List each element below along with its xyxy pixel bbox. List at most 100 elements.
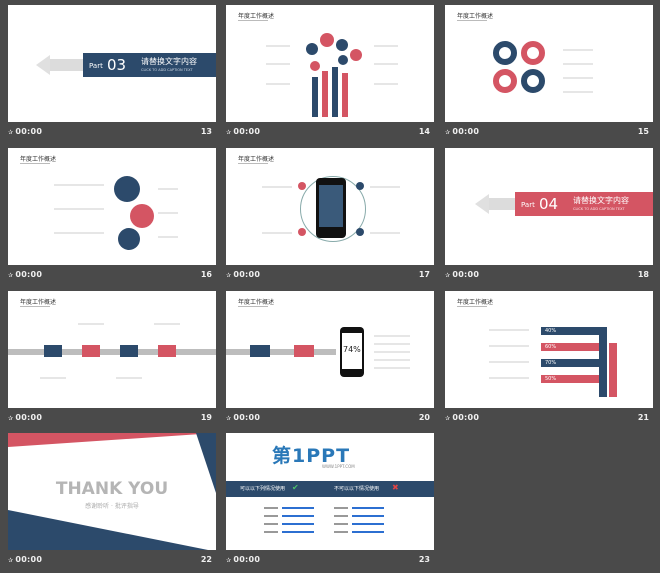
slide-preview: Part 03 请替换文字内容 CLICK TO ADD CAPTION TEX… [8, 5, 216, 122]
transition-icon: ✰ [445, 272, 451, 279]
pencil-icon [322, 71, 328, 117]
knot-icon [493, 41, 549, 97]
slide-number: 18 [637, 270, 649, 279]
phone-value: 74% [343, 345, 361, 354]
slide-number: 21 [637, 413, 649, 422]
part-number: 04 [539, 195, 559, 213]
thumbs-up-icon [356, 182, 364, 190]
gear-icon [114, 176, 140, 202]
part-banner: Part 04 请替换文字内容 CLICK TO ADD CAPTION TEX… [515, 192, 653, 216]
transition-icon: ✰ [226, 557, 232, 564]
slide-preview: 年度工作概述 [226, 148, 434, 265]
corner-decoration [196, 433, 216, 493]
bubble-icon [350, 49, 362, 61]
thank-you-title: THANK YOU [55, 479, 169, 499]
slide-thumb-21[interactable]: 年度工作概述 40% 60% 70% 50% ✰00:00 21 [445, 291, 653, 427]
slide-duration: 00:00 [452, 413, 480, 422]
bubble-icon [310, 61, 320, 71]
transition-icon: ✰ [226, 129, 232, 136]
slide-thumb-15[interactable]: 年度工作概述 ✰00:00 15 [445, 5, 653, 141]
bubble-icon [320, 33, 334, 47]
thumbs-up-icon [356, 228, 364, 236]
slide-duration: 00:00 [15, 127, 43, 136]
slide-number: 16 [200, 270, 212, 279]
slide-preview: 第1PPT WWW.1PPT.COM 可以以下列情况使用 ✔ 不可以以下情况使用… [226, 433, 434, 550]
slide-duration: 00:00 [233, 270, 261, 279]
part-title: 请替换文字内容 [573, 196, 629, 205]
arrow-left-icon [475, 194, 489, 214]
pencil-icon [312, 77, 318, 117]
slide-number: 17 [418, 270, 430, 279]
transition-icon: ✰ [8, 129, 14, 136]
timeline-marker [120, 345, 138, 357]
slide-number: 23 [418, 555, 430, 564]
percent-label: 60% [545, 344, 557, 350]
transition-icon: ✰ [226, 415, 232, 422]
thumbs-up-icon [298, 182, 306, 190]
slide-number: 15 [637, 127, 649, 136]
check-icon: ✔ [292, 483, 299, 492]
timeline-marker [294, 345, 314, 357]
allowed-heading: 可以以下列情况使用 [240, 486, 286, 492]
cross-icon: ✖ [392, 483, 399, 492]
part-label: Part [89, 62, 103, 70]
slide-preview: 年度工作概述 [8, 148, 216, 265]
pencil-icon [342, 73, 348, 117]
transition-icon: ✰ [445, 129, 451, 136]
timeline-marker [82, 345, 100, 357]
transition-icon: ✰ [445, 415, 451, 422]
slide-header: 年度工作概述 [238, 156, 275, 164]
bubble-icon [338, 55, 348, 65]
corner-decoration [8, 433, 216, 447]
slide-duration: 00:00 [15, 555, 43, 564]
slide-duration: 00:00 [233, 555, 261, 564]
phone-icon: 74% [340, 327, 364, 377]
slide-thumb-17[interactable]: 年度工作概述 ✰00:00 17 [226, 148, 434, 284]
part-subtitle: CLICK TO ADD CAPTION TEXT [573, 207, 625, 211]
slide-duration: 00:00 [15, 413, 43, 422]
slide-thumb-18[interactable]: Part 04 请替换文字内容 CLICK TO ADD CAPTION TEX… [445, 148, 653, 284]
slide-thumb-20[interactable]: 年度工作概述 74% ✰00:00 20 [226, 291, 434, 427]
percent-label: 50% [545, 376, 557, 382]
arrow-left-icon [36, 55, 50, 75]
slide-thumb-23[interactable]: 第1PPT WWW.1PPT.COM 可以以下列情况使用 ✔ 不可以以下情况使用… [226, 433, 434, 569]
slide-duration: 00:00 [452, 127, 480, 136]
slide-header: 年度工作概述 [20, 299, 57, 307]
timeline-marker [250, 345, 270, 357]
transition-icon: ✰ [226, 272, 232, 279]
slide-preview: 年度工作概述 [445, 5, 653, 122]
slide-number: 22 [200, 555, 212, 564]
transition-icon: ✰ [8, 415, 14, 422]
transition-icon: ✰ [8, 272, 14, 279]
slide-header: 年度工作概述 [238, 13, 275, 21]
bubble-icon [336, 39, 348, 51]
percent-label: 70% [545, 360, 557, 366]
part-label: Part [521, 201, 535, 209]
slide-preview: 年度工作概述 74% [226, 291, 434, 408]
gear-icon [118, 228, 140, 250]
slide-thumb-19[interactable]: 年度工作概述 ✰00:00 19 [8, 291, 216, 427]
slide-preview: 年度工作概述 40% 60% 70% 50% [445, 291, 653, 408]
part-banner: Part 03 请替换文字内容 CLICK TO ADD CAPTION TEX… [83, 53, 216, 77]
thank-you-subtitle: 感谢聆听 · 批评指导 [85, 503, 139, 510]
part-title: 请替换文字内容 [141, 57, 197, 66]
slide-thumb-13[interactable]: Part 03 请替换文字内容 CLICK TO ADD CAPTION TEX… [8, 5, 216, 141]
slide-preview: Part 04 请替换文字内容 CLICK TO ADD CAPTION TEX… [445, 148, 653, 265]
slide-number: 19 [200, 413, 212, 422]
slide-header: 年度工作概述 [457, 299, 494, 307]
slide-number: 20 [418, 413, 430, 422]
slide-preview: 年度工作概述 [226, 5, 434, 122]
logo-url: WWW.1PPT.COM [322, 464, 355, 469]
part-subtitle: CLICK TO ADD CAPTION TEXT [141, 68, 193, 72]
slide-duration: 00:00 [233, 413, 261, 422]
slide-header: 年度工作概述 [238, 299, 275, 307]
slide-preview: 年度工作概述 [8, 291, 216, 408]
bubble-icon [306, 43, 318, 55]
slide-number: 13 [200, 127, 212, 136]
gear-icon [130, 204, 154, 228]
slide-duration: 00:00 [233, 127, 261, 136]
disallowed-heading: 不可以以下情况使用 [334, 486, 380, 492]
